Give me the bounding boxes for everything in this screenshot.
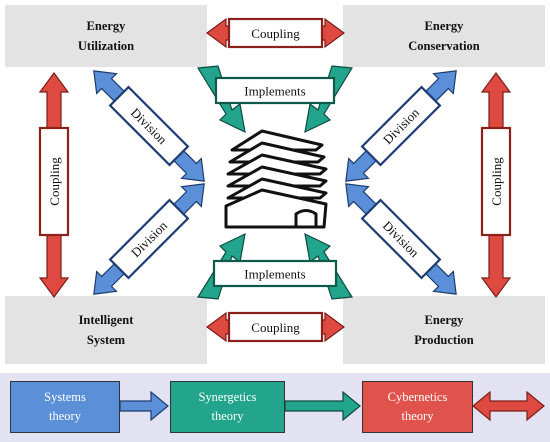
coupling-box-right	[480, 126, 512, 237]
coupling-label-right: Coupling	[489, 157, 504, 206]
synergetics-theory-line1: Synergetics	[198, 390, 257, 404]
energy-utilization-line2: Utilization	[77, 39, 135, 53]
synergetics-to-cybernetics-arrow	[284, 390, 361, 422]
division-arrow-bottom-left: Division	[93, 183, 205, 295]
coupling-label-left: Coupling	[47, 157, 62, 206]
synergetics-theory-line2: theory	[211, 409, 244, 423]
cybernetics-theory-line2: theory	[401, 409, 434, 423]
coupling-label-top: Coupling	[251, 26, 300, 41]
energy-production-line1: Energy	[424, 313, 464, 327]
implements-label-top: Implements	[244, 84, 305, 99]
implements-arrows-top: Implements	[196, 65, 354, 134]
division-arrow-bottom-right: Division	[345, 183, 457, 295]
implements-box-bottom	[212, 259, 338, 288]
intelligent-system-line1: Intelligent	[78, 313, 134, 327]
cybernetics-theory-box: Cybernetics theory	[362, 381, 473, 433]
cybernetics-theory-line1: Cybernetics	[387, 390, 448, 404]
coupling-box-bottom	[227, 311, 324, 343]
implements-arrows-bottom: Implements	[196, 232, 354, 300]
energy-production-line2: Production	[414, 333, 474, 347]
coupling-label-bottom: Coupling	[251, 320, 300, 335]
energy-conservation-line1: Energy	[424, 19, 464, 33]
division-arrow-top-left: Division	[93, 70, 205, 182]
cybernetics-coupling-arrow	[472, 390, 545, 422]
coupling-box-top	[227, 17, 324, 49]
systems-to-synergetics-arrow	[119, 390, 169, 422]
intelligent-system-line2: System	[86, 333, 126, 347]
division-arrow-top-right: Division	[345, 70, 457, 182]
energy-utilization-line1: Energy	[86, 19, 126, 33]
building-icon	[224, 129, 328, 229]
systems-theory-line2: theory	[49, 409, 81, 423]
synergetics-theory-box: Synergetics theory	[170, 381, 285, 433]
energy-conservation-line2: Conservation	[408, 39, 480, 53]
implements-label-bottom: Implements	[244, 267, 305, 282]
systems-theory-box: Systems theory	[10, 381, 120, 433]
coupling-box-left	[38, 126, 70, 237]
systems-theory-line1: Systems	[44, 390, 86, 404]
implements-box-top	[214, 76, 336, 105]
